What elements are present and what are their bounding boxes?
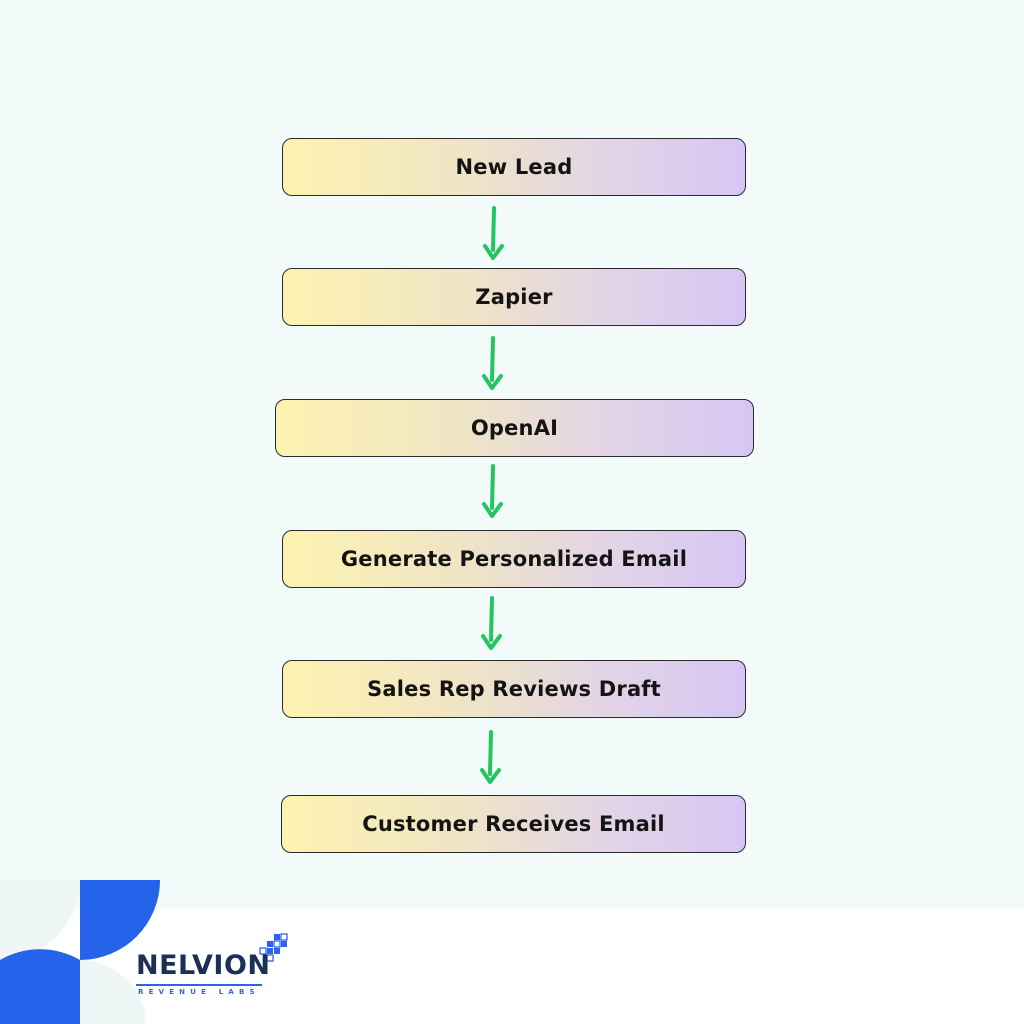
step-openai: OpenAI	[275, 399, 754, 457]
step-label: Customer Receives Email	[362, 812, 665, 836]
step-label: Sales Rep Reviews Draft	[367, 677, 661, 701]
arrow-down-icon	[480, 596, 504, 652]
arrow-down-icon	[481, 464, 505, 520]
brand-underline	[136, 984, 262, 986]
brand-tagline: REVENUE LABS	[138, 988, 260, 996]
step-label: OpenAI	[470, 416, 559, 440]
arrow-down-icon	[481, 336, 505, 392]
brand-name: NELVION	[136, 950, 271, 981]
corner-decoration	[0, 880, 160, 1024]
step-label: Generate Personalized Email	[340, 547, 688, 571]
step-label: Zapier	[475, 285, 553, 309]
pixel-mark-icon	[259, 933, 288, 962]
step-new-lead: New Lead	[282, 138, 746, 196]
step-zapier: Zapier	[282, 268, 746, 326]
brand-logo: NELVION REVENUE LABS	[136, 930, 296, 1000]
arrow-down-icon	[482, 206, 506, 262]
step-sales-rep-review: Sales Rep Reviews Draft	[282, 660, 746, 718]
step-label: New Lead	[455, 155, 573, 179]
diagram-canvas: New Lead Zapier OpenAI Generate Personal…	[0, 0, 1024, 908]
arrow-down-icon	[479, 730, 503, 786]
step-customer-receives: Customer Receives Email	[281, 795, 746, 853]
step-generate-email: Generate Personalized Email	[282, 530, 746, 588]
